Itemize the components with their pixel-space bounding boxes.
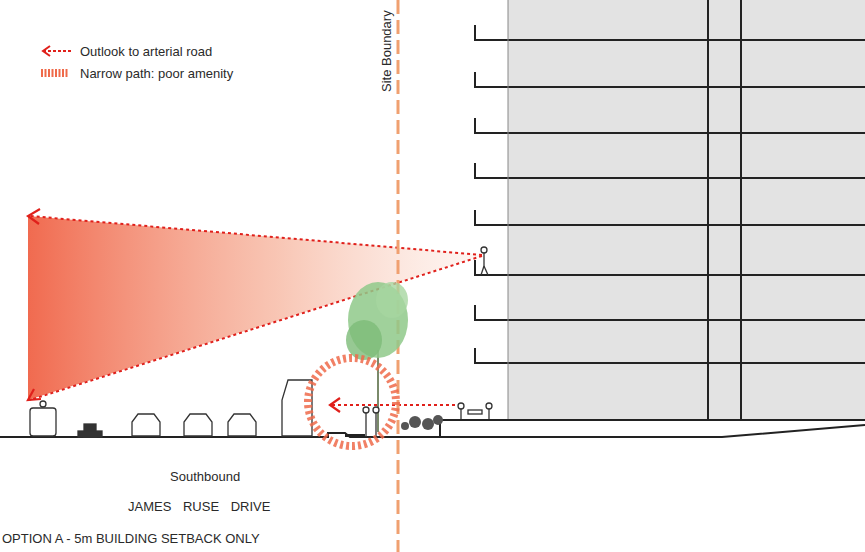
legend-text: Narrow path: poor amenity	[80, 67, 233, 81]
site-boundary-line	[397, 0, 400, 552]
vehicles	[30, 380, 312, 437]
outlook-wedge	[28, 216, 484, 400]
legend-hatch-sample	[40, 66, 74, 80]
outlook-arrows	[30, 216, 482, 405]
people	[363, 247, 492, 437]
road-name: JAMES RUSE DRIVE	[128, 500, 270, 514]
caption: OPTION A - 5m BUILDING SETBACK ONLY	[2, 532, 260, 546]
floor-slabs	[475, 0, 865, 420]
building-mass	[508, 0, 865, 420]
narrow-path-marker	[308, 358, 396, 446]
legend-text: Outlook to arterial road	[80, 45, 212, 59]
road-direction: Southbound	[170, 470, 240, 484]
boundary-label: Site Boundary	[380, 7, 394, 95]
legend-arrow-sample	[40, 44, 74, 58]
